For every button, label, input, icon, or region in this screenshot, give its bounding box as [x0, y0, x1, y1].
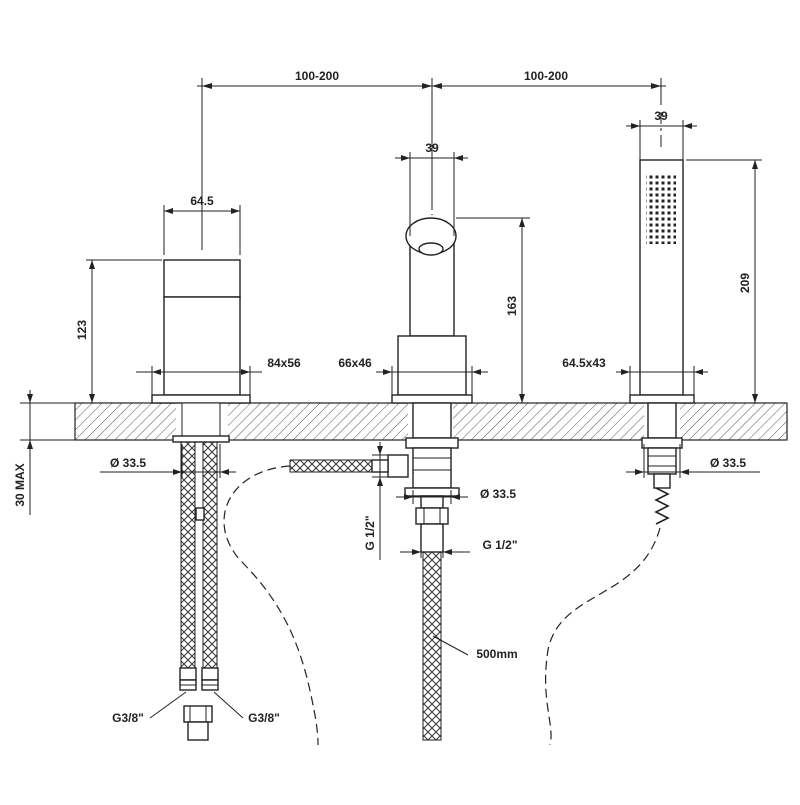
hose-length-label: 500mm: [476, 647, 517, 661]
spout-height-dimension: [456, 217, 530, 403]
deck-thickness-label: 30 MAX: [13, 463, 27, 506]
deck-thickness-dimension: [20, 390, 75, 515]
shower-width-label: 39: [654, 109, 668, 123]
inlet-left-label: G3/8": [112, 711, 144, 725]
hole-right-dimension: [626, 444, 760, 478]
hole-left-label: Ø 33.5: [110, 456, 146, 470]
hole-right-label: Ø 33.5: [710, 456, 746, 470]
thread-vertical-dimension: [372, 442, 388, 560]
shower-height-dimension: [686, 159, 762, 403]
span-left-label: 100-200: [295, 69, 339, 83]
shower-base-dimension: [616, 366, 708, 395]
valve-height-dimension: [86, 259, 162, 403]
side-hose-dashed: [223, 465, 319, 746]
valve-base-dimension: [136, 366, 262, 395]
thread-horizontal-dimension: [400, 540, 470, 558]
shower-width-dimension: [626, 120, 697, 160]
span-right-label: 100-200: [524, 69, 568, 83]
thread-vertical-label: G 1/2": [363, 515, 377, 550]
mixer-valve: [151, 220, 251, 741]
spout: [289, 168, 473, 741]
hole-left-dimension: [100, 444, 236, 478]
hand-shower: [629, 112, 695, 525]
shower-spray-holes: [646, 174, 676, 244]
spout-width-label: 39: [425, 141, 439, 155]
hole-center-label: Ø 33.5: [480, 487, 516, 501]
spout-base-label: 66x46: [338, 356, 372, 370]
thread-horizontal-label: G 1/2": [482, 538, 517, 552]
valve-width-dimension: [163, 205, 241, 255]
valve-base-label: 84x56: [267, 356, 301, 370]
shower-hose-dashed: [545, 527, 661, 746]
hole-center-dimension: [396, 490, 468, 504]
spout-base-dimension: [376, 366, 488, 395]
hose-length-leader: [432, 635, 469, 656]
spout-width-dimension: [395, 152, 468, 236]
shower-base-label: 64.5x43: [562, 356, 606, 370]
valve-height-label: 123: [75, 320, 89, 340]
inlet-right-label: G3/8": [248, 711, 280, 725]
valve-width-label: 64.5: [190, 194, 214, 208]
shower-height-label: 209: [738, 273, 752, 293]
inlet-leaders: [149, 691, 244, 719]
spout-height-label: 163: [505, 296, 519, 316]
